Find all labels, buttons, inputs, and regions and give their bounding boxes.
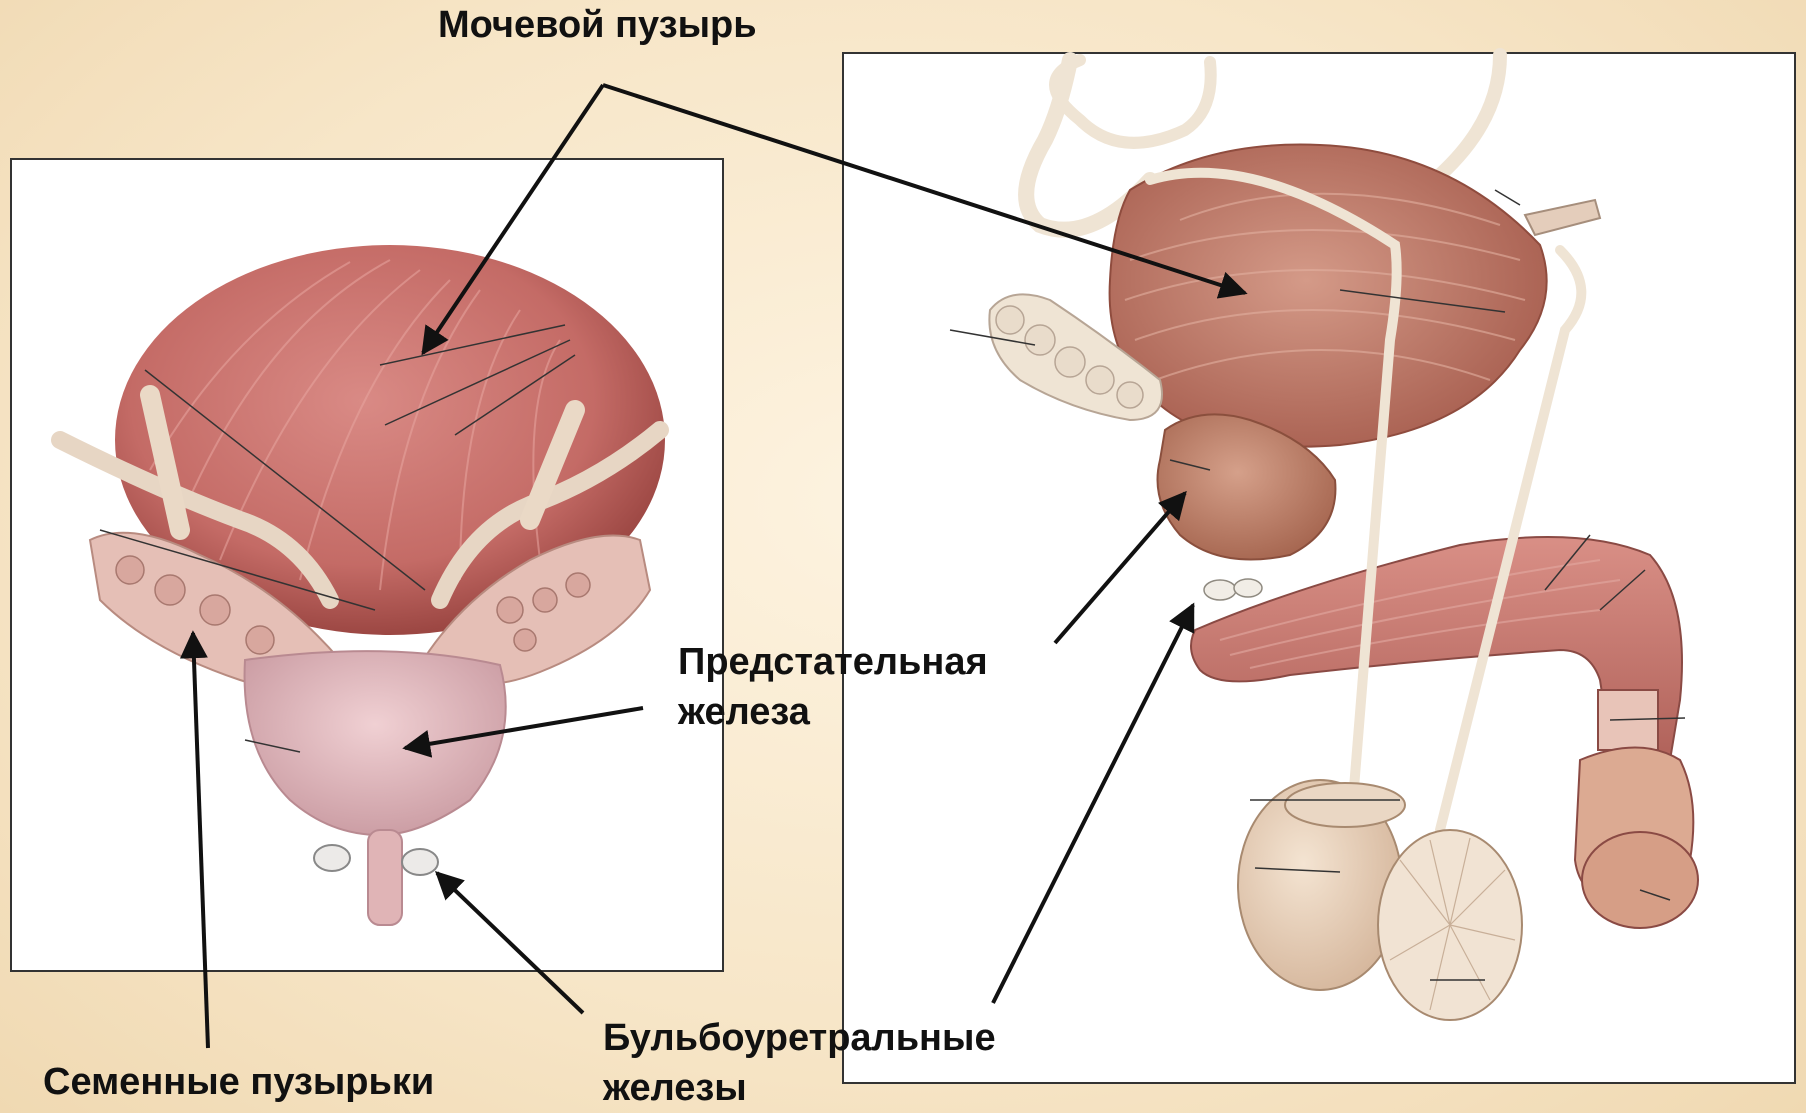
right-ureter-stub bbox=[1525, 200, 1600, 235]
label-bulbourethral-line1: Бульбоуретральные bbox=[603, 1016, 996, 1062]
arrow-seminal-vesicles bbox=[193, 633, 208, 1048]
right-epididymis bbox=[1285, 783, 1405, 827]
right-anatomy-drawing bbox=[950, 55, 1698, 1020]
left-prostate-shape bbox=[245, 651, 506, 835]
right-bladder-shape bbox=[1110, 145, 1547, 447]
label-bladder: Мочевой пузырь bbox=[438, 3, 757, 49]
left-urethra bbox=[368, 830, 402, 925]
label-prostate-line1: Предстательная bbox=[678, 640, 988, 686]
right-glans-tip bbox=[1582, 832, 1698, 928]
right-bulbourethral-glands bbox=[1204, 579, 1262, 600]
left-anatomy-drawing bbox=[60, 245, 665, 925]
label-bulbourethral-line2: железы bbox=[603, 1066, 747, 1112]
right-vas-loop bbox=[1055, 60, 1211, 143]
arrow-bulbourethral-right bbox=[993, 605, 1193, 1003]
left-bulbourethral-gland-right bbox=[402, 849, 438, 875]
arrow-prostate-right bbox=[1055, 493, 1185, 643]
left-bulbourethral-gland-left bbox=[314, 845, 350, 871]
label-prostate-line2: железа bbox=[678, 690, 810, 736]
label-seminal-vesicles: Семенные пузырьки bbox=[43, 1060, 434, 1106]
arrow-bulbourethral-left bbox=[437, 873, 583, 1013]
